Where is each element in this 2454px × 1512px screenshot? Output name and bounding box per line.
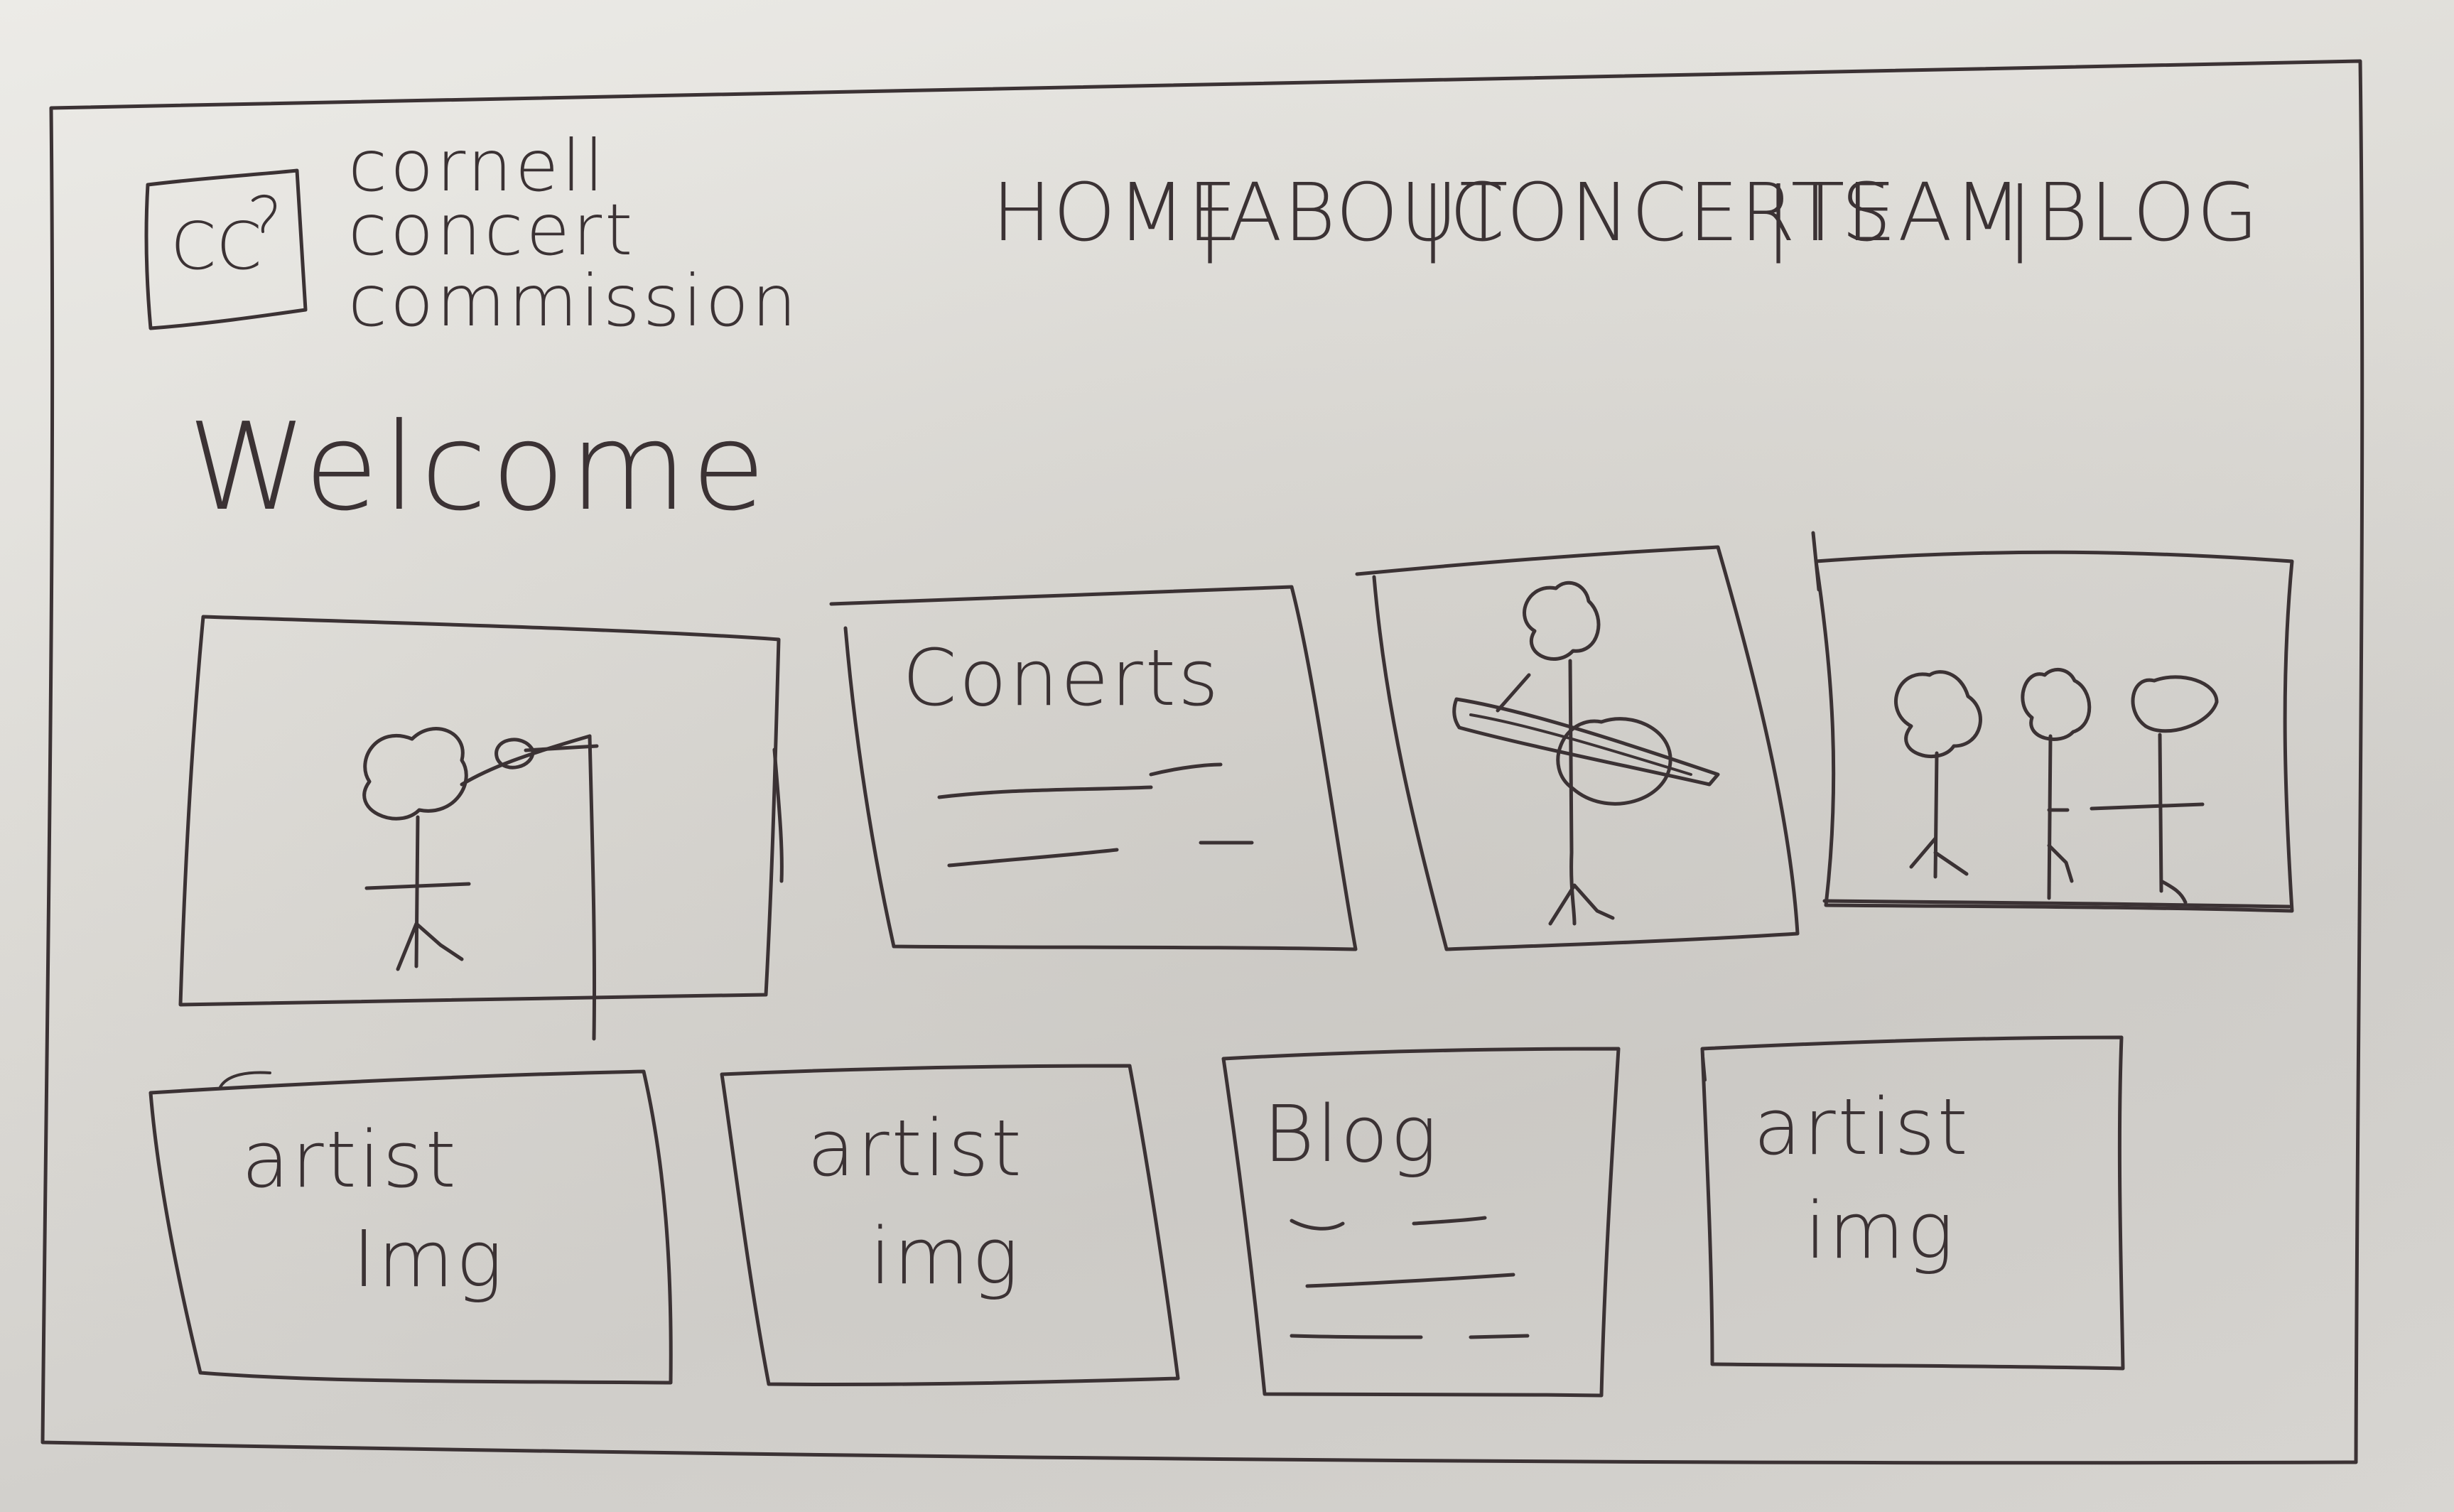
nav-separator: | — [1420, 171, 1448, 264]
card-frame — [1355, 545, 1800, 951]
logo-box — [144, 168, 308, 330]
concerts-card-title: Conerts — [902, 632, 1221, 723]
artist-image-label-2: img — [1805, 1185, 1956, 1276]
team-group-icon — [1894, 668, 2219, 904]
main-nav: HOME | ABOUT | CONCERTS | TEAM | BLOG — [992, 167, 2260, 264]
blog-card-title: Blog — [1263, 1089, 1439, 1179]
welcome-heading: Welcome — [188, 397, 770, 538]
artist-image-card-1[interactable]: artist Img — [148, 1069, 673, 1385]
nav-item-home[interactable]: HOME — [992, 167, 1239, 259]
site-name: cornell concert commission — [348, 124, 799, 342]
artist-image-card-2[interactable]: artist img — [720, 1064, 1180, 1387]
stage-floor — [1822, 899, 2291, 909]
artist-image-card-3[interactable]: artist img — [1700, 1035, 2125, 1371]
text-line — [1290, 1334, 1530, 1339]
card-frame-tab — [219, 1071, 271, 1089]
nav-item-about[interactable]: ABOUT — [1228, 167, 1510, 259]
logo-mark-icon — [252, 194, 276, 233]
card-frame-tab — [1701, 1047, 1707, 1081]
image-card-guitarist[interactable] — [1355, 545, 1800, 951]
image-card-singer[interactable] — [178, 615, 784, 1041]
nav-separator: | — [1196, 171, 1225, 264]
card-frame — [829, 585, 1358, 951]
artist-image-label-2: Img — [352, 1214, 505, 1305]
artist-image-label-1: artist — [1753, 1081, 1970, 1172]
card-frame — [148, 1069, 673, 1385]
logo-text: CC — [171, 208, 261, 284]
nav-item-blog[interactable]: BLOG — [2036, 167, 2260, 259]
card-frame — [178, 615, 781, 1007]
site-name-line-1: cornell — [348, 124, 607, 207]
singer-with-microphone-icon — [362, 727, 599, 1041]
guitarist-icon — [1452, 580, 1720, 926]
nav-item-team[interactable]: TEAM — [1796, 167, 2023, 259]
artist-image-label-2: img — [870, 1211, 1021, 1302]
concerts-card[interactable]: Conerts — [829, 585, 1358, 951]
site-name-line-2: concert — [348, 188, 635, 271]
text-line — [937, 762, 1223, 799]
artist-image-label-1: artist — [807, 1103, 1024, 1194]
nav-separator: | — [1765, 171, 1793, 264]
card-frame-edge — [772, 747, 784, 883]
blog-card[interactable]: Blog — [1221, 1047, 1621, 1398]
nav-item-concerts[interactable]: CONCERTS — [1449, 167, 1893, 259]
text-line — [1305, 1273, 1515, 1288]
image-card-team[interactable] — [1811, 531, 2294, 913]
artist-image-label-1: artist — [242, 1114, 458, 1205]
text-line — [1290, 1216, 1487, 1231]
text-line — [947, 841, 1254, 868]
card-frame — [1221, 1047, 1621, 1398]
card-frame — [1811, 531, 2294, 913]
card-frame — [1700, 1035, 2125, 1371]
site-logo[interactable]: CC — [144, 168, 308, 330]
card-frame — [720, 1064, 1180, 1387]
site-name-line-3: commission — [348, 259, 799, 342]
nav-separator: | — [2006, 171, 2035, 264]
